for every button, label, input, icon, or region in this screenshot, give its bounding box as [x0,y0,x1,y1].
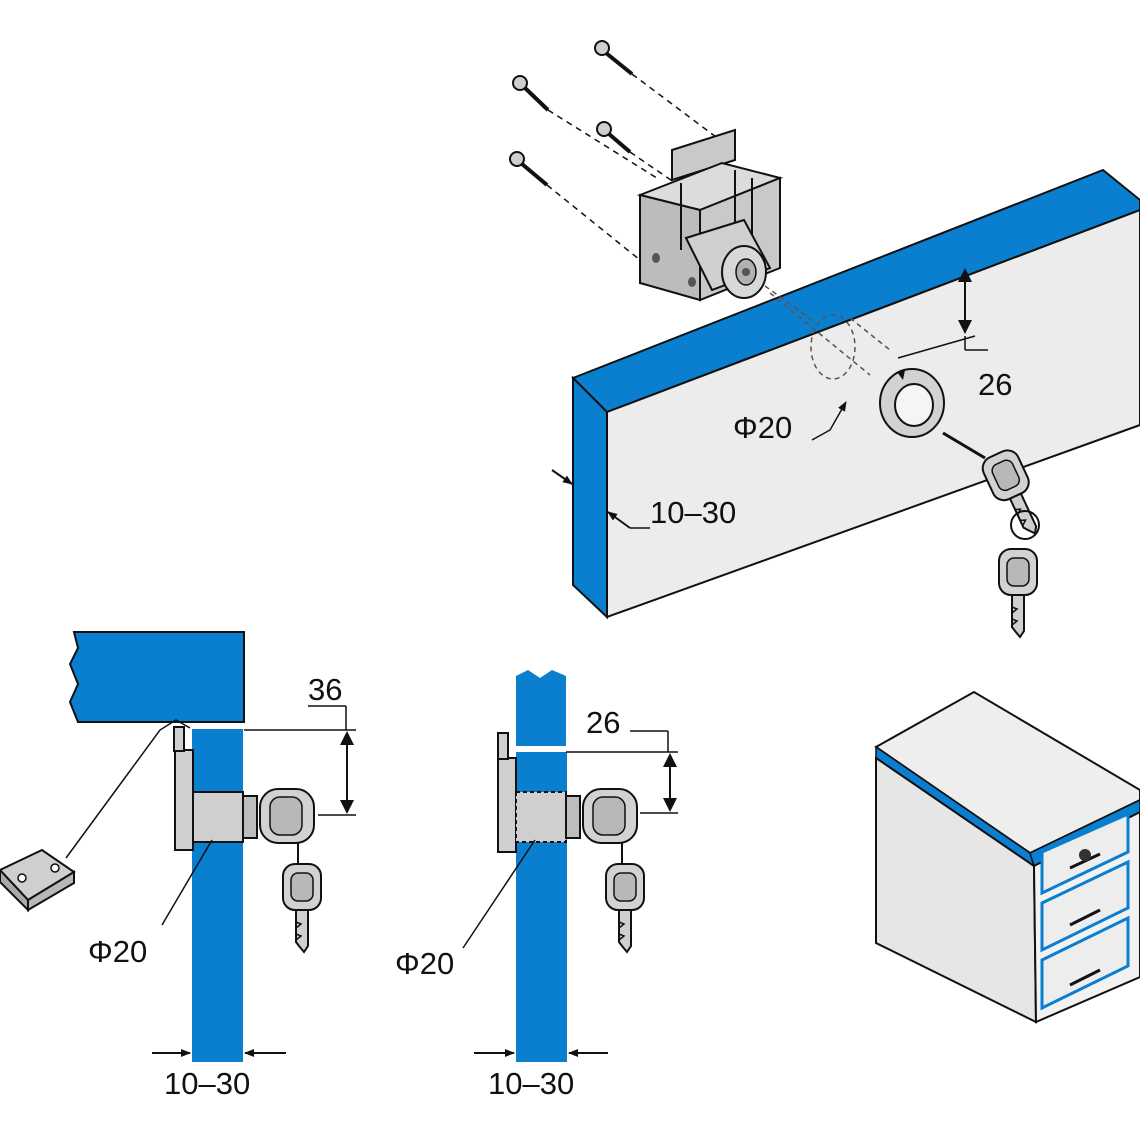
cabinet-drawer [1040,915,1130,1011]
top-offset-dimension: 26 [897,268,1012,402]
trim-ring-icon [879,368,945,438]
left-offset-dimension: 36 [244,672,356,816]
panel-hole [769,292,891,380]
key-icon [582,788,645,953]
middle-drawer-front-upper [516,670,566,746]
screw-icon [594,40,721,141]
drawer-front-panel [571,168,1140,620]
cabinet-drawer [1040,859,1130,953]
middle-side-view: 26 Φ20 10–30 [395,670,678,1101]
cabinet-drawer [1040,811,1130,896]
left-top-board [68,631,245,723]
top-thickness-dimension: 10–30 [551,469,736,530]
left-drawer-front [192,729,243,1062]
key-icon [259,788,322,953]
left-thickness-label: 10–30 [164,1066,250,1101]
top-offset-label: 26 [978,367,1012,402]
left-thickness-dimension: 10–30 [152,1049,286,1101]
left-lock-body [173,726,258,851]
screw-icon [512,75,661,181]
left-offset-label: 36 [308,672,342,707]
middle-offset-label: 26 [586,705,620,740]
screw-icon [509,151,641,261]
drawer-cabinet-icon [874,690,1140,1024]
drawer-lock-icon [636,128,813,321]
middle-thickness-dimension: 10–30 [474,1049,608,1101]
middle-offset-dimension: 26 [566,705,678,814]
strike-plate-icon [0,848,76,913]
left-side-view: 36 Φ20 10–30 [0,631,356,1101]
left-hole-diameter-label: Φ20 [88,934,147,969]
top-hole-diameter-label: Φ20 [733,410,792,445]
top-thickness-label: 10–30 [650,495,736,530]
middle-lock-body [497,732,581,853]
middle-thickness-label: 10–30 [488,1066,574,1101]
left-hole-diameter-dimension: Φ20 [88,839,213,969]
middle-hole-diameter-dimension: Φ20 [395,839,536,981]
key-icon [942,431,1052,638]
middle-hole-diameter-label: Φ20 [395,946,454,981]
panel-side-edge [572,375,608,620]
top-hole-diameter-dimension: Φ20 [733,401,847,445]
